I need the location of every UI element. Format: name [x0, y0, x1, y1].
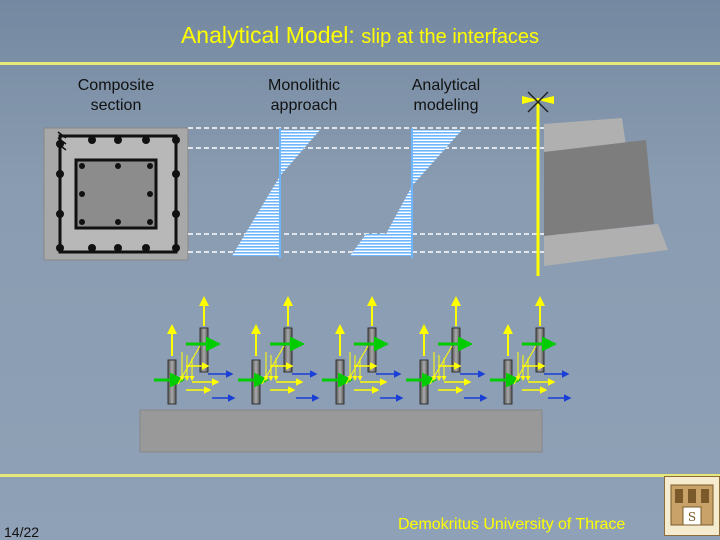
title-sub: slip at the interfaces: [361, 26, 540, 48]
university-logo-icon: S: [664, 476, 720, 536]
slip-line: [429, 345, 453, 385]
connector-stud-bottom: [419, 359, 429, 405]
label-line: Composite: [77, 77, 155, 94]
label-analytical-modeling: Analytical modeling: [386, 76, 506, 116]
slip-line: [177, 345, 201, 385]
title-divider: [0, 62, 720, 65]
slip-line: [345, 345, 369, 385]
rebar-dots: [56, 136, 180, 252]
slip-line: [513, 345, 537, 385]
page-number: 14/22: [4, 524, 40, 540]
slide-title: Analytical Model: slip at the interfaces: [0, 22, 720, 49]
label-line: modeling: [413, 97, 479, 114]
svg-text:S: S: [688, 510, 696, 524]
footer-divider: [0, 474, 720, 477]
footer-university: Demokritus University of Thrace: [398, 516, 626, 533]
analytical-stress-diagram: [350, 128, 462, 258]
label-monolithic-approach: Monolithic approach: [244, 76, 364, 116]
label-composite-section: Composite section: [56, 76, 176, 116]
analytical-axis: [522, 91, 554, 276]
deformed-member: [544, 118, 668, 266]
shear-connectors: [154, 296, 572, 405]
connector-stud-bottom: [167, 359, 177, 405]
composite-section: [43, 127, 189, 261]
connector-stud-bottom: [251, 359, 261, 405]
label-line: Monolithic: [267, 77, 341, 94]
dashed-guides: [188, 127, 560, 253]
connector-stud-bottom: [335, 359, 345, 405]
label-line: approach: [270, 97, 338, 114]
title-main: Analytical Model:: [180, 22, 355, 48]
connector-stud-bottom: [503, 359, 513, 405]
monolithic-stress-diagram: [232, 128, 320, 258]
label-line: section: [90, 97, 142, 114]
base-slab: [139, 409, 543, 453]
slip-line: [261, 345, 285, 385]
label-line: Analytical: [411, 77, 481, 94]
